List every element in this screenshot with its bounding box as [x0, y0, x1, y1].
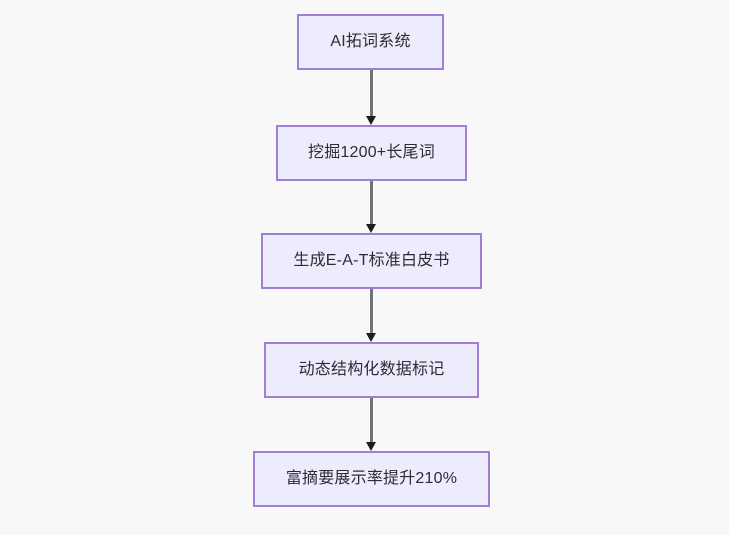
flow-node-label: 动态结构化数据标记	[298, 361, 445, 378]
edge-line	[369, 70, 373, 116]
flow-node-label: 富摘要展示率提升210%	[285, 470, 458, 487]
flow-node-label: 生成E-A-T标准白皮书	[293, 252, 450, 269]
flow-node-label: AI拓词系统	[330, 33, 411, 50]
flow-node-label: 挖掘1200+长尾词	[308, 144, 435, 161]
edge-line	[369, 181, 373, 224]
arrow-down-icon	[365, 224, 376, 233]
flow-node-eat-whitepaper[interactable]: 生成E-A-T标准白皮书	[261, 233, 482, 289]
edge-line	[369, 398, 373, 442]
flow-node-rich-snippet-result[interactable]: 富摘要展示率提升210%	[253, 451, 490, 507]
edge-line	[369, 289, 373, 333]
flow-node-structured-data-markup[interactable]: 动态结构化数据标记	[264, 342, 479, 398]
arrow-down-icon	[365, 442, 376, 451]
arrow-down-icon	[365, 116, 376, 125]
arrow-down-icon	[365, 333, 376, 342]
flow-node-long-tail-keywords[interactable]: 挖掘1200+长尾词	[276, 125, 467, 181]
flow-node-ai-keyword-system[interactable]: AI拓词系统	[297, 14, 444, 70]
